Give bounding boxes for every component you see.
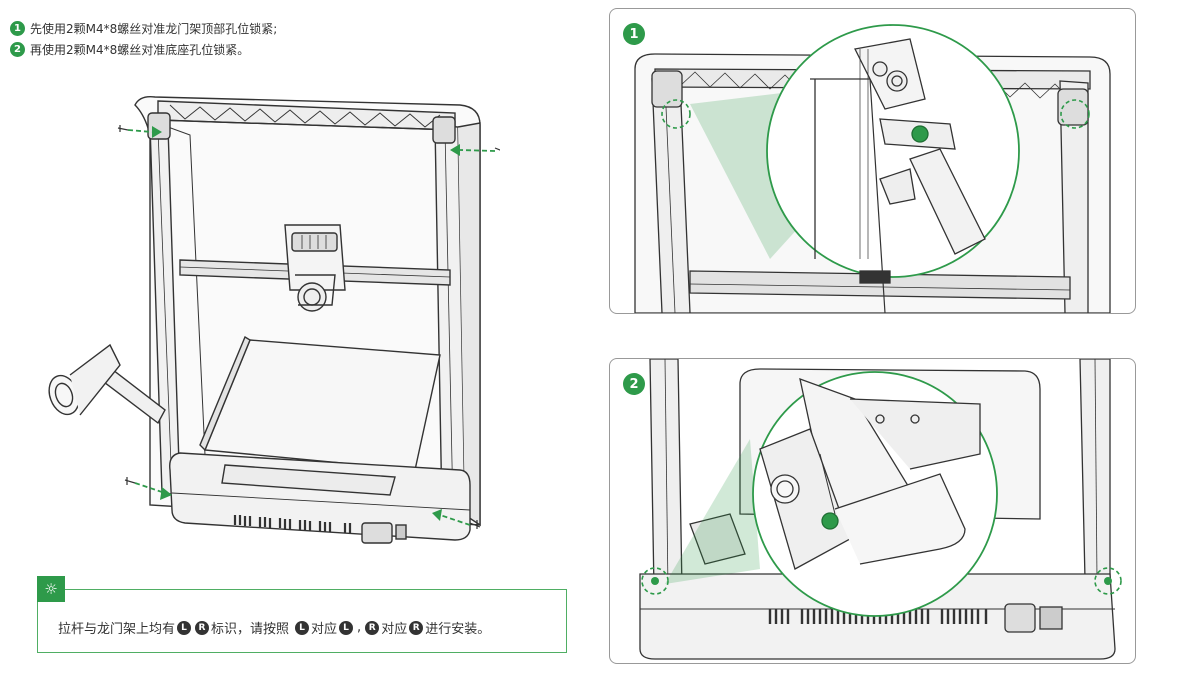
tip-text-part2: 标识，请按照 [211,622,290,637]
step-2-text: 再使用2颗M4*8螺丝对准底座孔位锁紧。 [30,43,250,57]
detail-panel-bottom-screw: 2 [609,358,1136,664]
detail-panel-top-screw: 1 [609,8,1136,314]
detail-1-badge: 1 [623,23,645,45]
tip-text: 拉杆与龙门架上均有 L R 标识，请按照 L 对应 L , R 对应 R 进行安… [58,618,490,637]
top-closeup-illustration [634,24,1111,313]
tip-box: ☼ 拉杆与龙门架上均有 L R 标识，请按照 L 对应 L , R 对应 R 进… [37,576,567,653]
left-marker-badge-2: L [295,620,310,635]
left-marker-badge-3: L [339,620,354,635]
step-1-instruction: 1 先使用2颗M4*8螺丝对准龙门架顶部孔位锁紧; [10,20,277,37]
right-marker-badge: R [195,620,210,635]
tip-text-part5: 进行安装。 [425,622,491,637]
lightbulb-icon: ☼ [37,576,65,602]
step-1-text: 先使用2颗M4*8螺丝对准龙门架顶部孔位锁紧; [30,22,278,36]
tip-text-part4: 对应 [381,622,408,637]
detail-2-badge: 2 [623,373,645,395]
right-marker-badge-2: R [365,620,380,635]
right-marker-badge-3: R [409,620,424,635]
step-2-instruction: 2 再使用2颗M4*8螺丝对准底座孔位锁紧。 [10,41,249,58]
tip-text-part3: 对应 [311,622,338,637]
comma: , [357,620,362,635]
step-2-number-badge: 2 [10,42,25,57]
left-marker-badge: L [177,620,192,635]
step-1-number-badge: 1 [10,21,25,36]
tip-text-part1: 拉杆与龙门架上均有 [58,622,176,637]
printer-assembly-illustration [48,95,500,544]
bottom-closeup-illustration [639,359,1122,660]
